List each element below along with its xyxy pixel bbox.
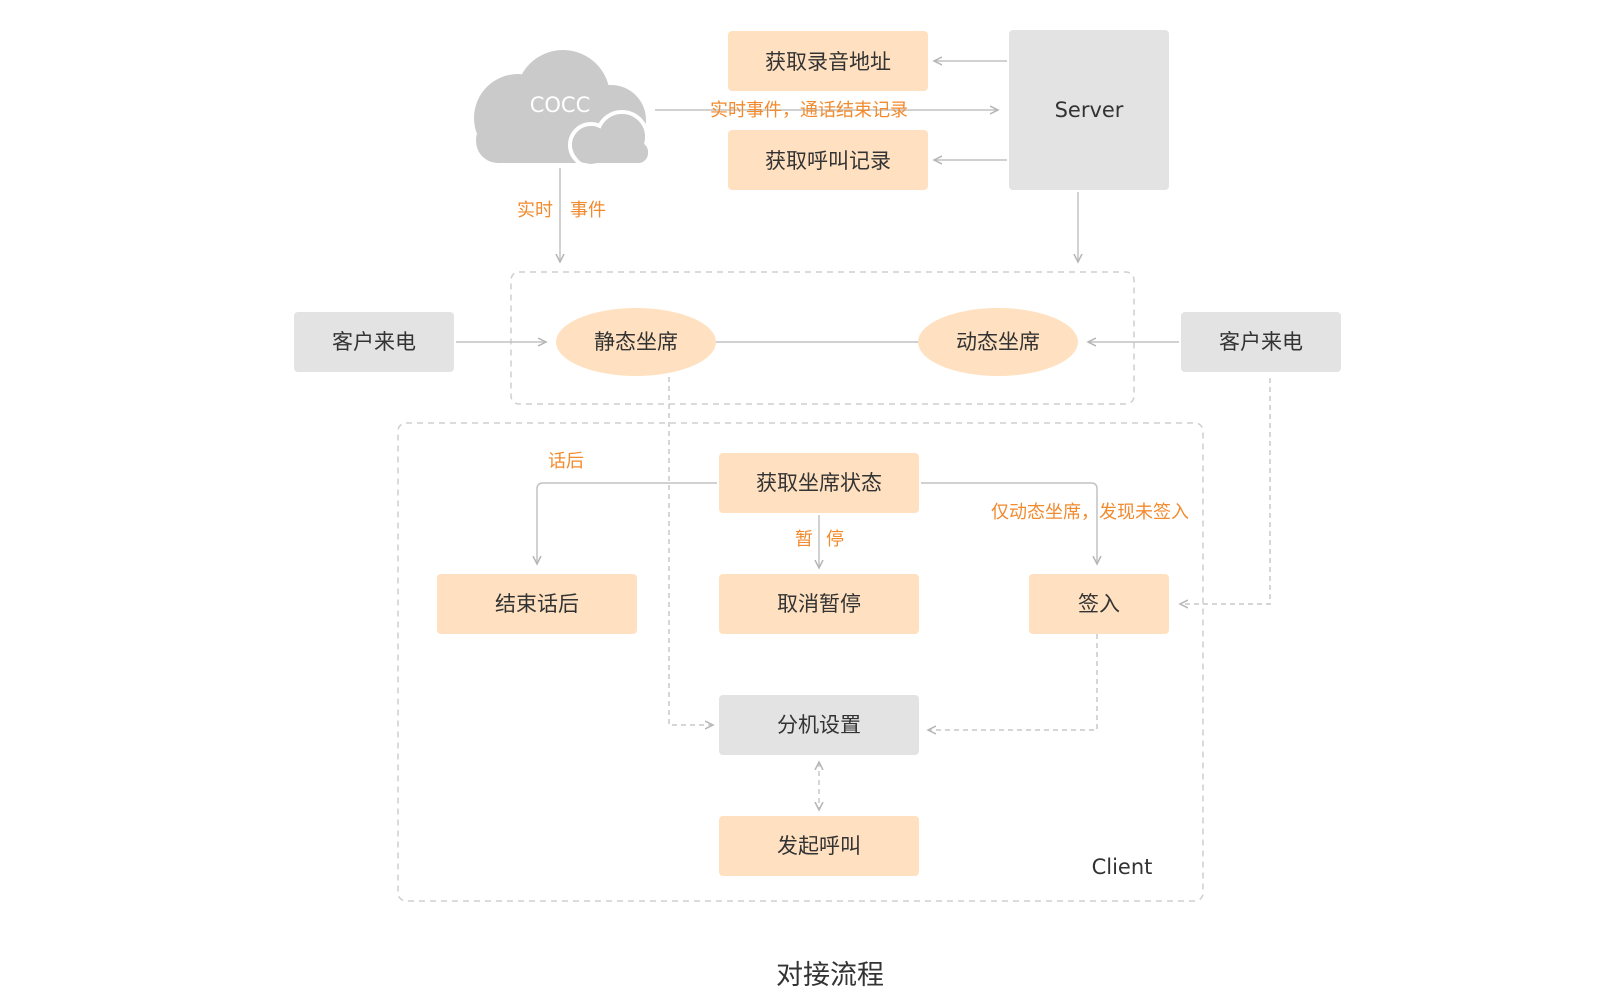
status-to-signin-arrow: [921, 482, 1097, 564]
incoming-call-right-label: 客户来电: [1219, 330, 1303, 354]
server-label: Server: [1055, 98, 1124, 122]
realtime-event-call-end-label: 实时事件，通话结束记录: [710, 100, 908, 121]
incoming-right-to-signin-dashed-arrow: [1180, 378, 1271, 604]
cocc-label: COCC: [530, 93, 591, 117]
cloud-icon: [474, 50, 652, 168]
status-to-end-after-call-arrow: [537, 482, 717, 564]
extension-settings-label: 分机设置: [777, 713, 861, 737]
dynamic-only-not-signed-label: 仅动态坐席，发现未签入: [991, 502, 1189, 523]
diagram-caption: 对接流程: [776, 960, 884, 991]
incoming-call-left-label: 客户来电: [332, 330, 416, 354]
get-call-records-box: [728, 130, 928, 190]
get-agent-status-box: [719, 453, 919, 513]
incoming-call-right-box: [1181, 312, 1341, 372]
after-call-label: 话后: [548, 451, 584, 472]
dynamic-agent-label: 动态坐席: [956, 330, 1040, 354]
signin-to-extension-dashed-arrow: [928, 634, 1098, 730]
cancel-pause-label: 取消暂停: [777, 592, 861, 616]
get-recording-url-box: [728, 31, 928, 91]
extension-settings-box: [719, 695, 919, 755]
sign-in-box: [1029, 574, 1169, 634]
client-label: Client: [1092, 855, 1153, 879]
make-call-box: [719, 816, 919, 876]
realtime-label: 实时: [517, 200, 553, 221]
dynamic-agent-node: [918, 308, 1078, 376]
get-call-records-label: 获取呼叫记录: [765, 149, 891, 173]
pause-label-2: 停: [826, 529, 844, 550]
incoming-call-left-box: [294, 312, 454, 372]
static-agent-label: 静态坐席: [594, 330, 678, 354]
get-agent-status-label: 获取坐席状态: [756, 471, 882, 495]
static-agent-node: [556, 308, 716, 376]
end-after-call-box: [437, 574, 637, 634]
sign-in-label: 签入: [1078, 592, 1120, 616]
event-label: 事件: [570, 200, 606, 221]
pause-label-1: 暂: [795, 529, 813, 550]
static-to-extension-dashed-arrow: [668, 377, 713, 725]
server-box: [1009, 30, 1169, 190]
make-call-label: 发起呼叫: [777, 834, 861, 858]
end-after-call-label: 结束话后: [495, 592, 579, 616]
get-recording-url-label: 获取录音地址: [765, 50, 891, 74]
cancel-pause-box: [719, 574, 919, 634]
